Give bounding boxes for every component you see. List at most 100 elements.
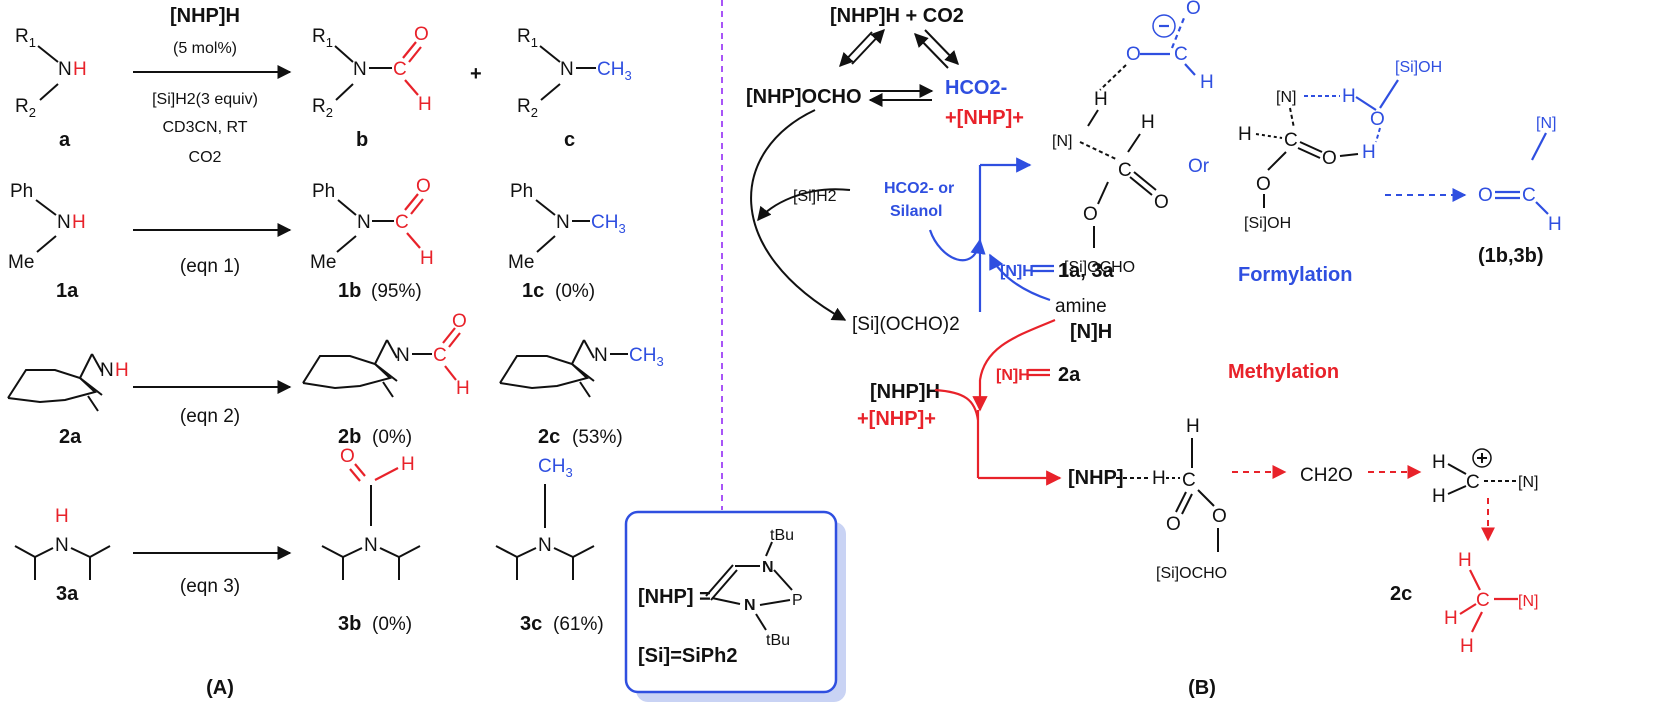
r1-label: R1 (312, 26, 333, 50)
plus-sign: + (470, 63, 482, 85)
ph-label: Ph (10, 181, 33, 202)
compound-3b-label: 3b (338, 613, 361, 635)
h-label: H (55, 506, 69, 527)
ts-methylation: [NHP] H H C O O [Si]OCHO (1068, 416, 1227, 582)
nhp-definition: [NHP] = (638, 586, 711, 608)
ts2-o2: O (1322, 148, 1337, 169)
ts2-n: [N] (1276, 89, 1296, 106)
ring-p: P (792, 592, 803, 609)
methyl-label: CH3 (591, 212, 626, 236)
arrow-co2-to-ocho (839, 31, 873, 68)
h-label: H (72, 212, 86, 233)
ts3-h2: H (1186, 416, 1200, 437)
r2-label: R2 (517, 96, 538, 120)
tbu-bottom: tBu (766, 632, 790, 649)
ts2-o3: O (1256, 174, 1271, 195)
n-label: N (594, 345, 608, 366)
catalyst-merge-arrow (934, 388, 980, 421)
me-h3: H (1460, 636, 1474, 657)
compound-3a-label: 3a (56, 583, 79, 605)
compound-2b-label: 2b (338, 426, 361, 448)
ts2-o: O (1370, 109, 1385, 130)
methyl-label: CH3 (597, 59, 632, 83)
si-formate: [Si](OCHO)2 (852, 314, 960, 335)
formamide-product: [N] O C H (1b,3b) (1478, 115, 1562, 267)
h-label: H (420, 248, 434, 269)
o-label: O (452, 311, 467, 332)
prod-o: O (1478, 185, 1493, 206)
h-label: H (456, 378, 470, 399)
me-n: [N] (1518, 593, 1538, 610)
nh-label-methyl: [N]H (996, 367, 1030, 384)
o-label: O (416, 176, 431, 197)
im-n: [N] (1518, 474, 1538, 491)
yield-2b: (0%) (372, 427, 412, 448)
o-label: O (340, 446, 355, 467)
n-label: N (55, 535, 69, 556)
iminium-intermediate: H H C [N] (1432, 448, 1538, 507)
ts-formylation-1: O O C H H [N] H C O O [Si]OCHO (1052, 0, 1214, 276)
r2-label: R2 (312, 96, 333, 120)
nhp-ocho: [NHP]OCHO (746, 86, 862, 108)
ts2-sioh: [Si]OH (1395, 59, 1442, 76)
ts1-c: C (1118, 160, 1132, 181)
tbu-top: tBu (770, 527, 794, 544)
n-label: N (100, 360, 114, 381)
formate-c: C (1174, 44, 1188, 65)
si-definition: [Si]=SiPh2 (638, 645, 737, 667)
generic-reaction: R1 N H R2 a [NHP]H (5 mol%) [Si]H2(3 equ… (15, 5, 632, 166)
methyl-label: CH3 (538, 456, 573, 480)
yield-1b: (95%) (371, 281, 422, 302)
formamide-b-label: b (356, 129, 368, 151)
ts1-si-ocho: [Si]OCHO (1064, 259, 1135, 276)
ts3-si-ocho: [Si]OCHO (1156, 565, 1227, 582)
amine-a-label: a (59, 129, 71, 151)
amine-to-formyl-arrow (989, 253, 1051, 302)
prod-c: C (1522, 185, 1536, 206)
eqn1-label: (eqn 1) (180, 256, 240, 277)
ts1-o: O (1154, 192, 1169, 213)
me-label: Me (508, 252, 534, 273)
compound-1a-label: 1a (56, 280, 79, 302)
ts1-h: H (1141, 112, 1155, 133)
silane-arrow (757, 188, 851, 222)
ts2-h3: H (1238, 124, 1252, 145)
im-h2: H (1432, 486, 1446, 507)
ts3-o2: O (1212, 506, 1227, 527)
eqn3-label: (eqn 3) (180, 576, 240, 597)
me-c: C (1476, 590, 1490, 611)
c-label: C (395, 212, 409, 233)
me-label: Me (8, 252, 34, 273)
methylation-path (978, 318, 1056, 381)
n-label: N (556, 212, 570, 233)
ph-label: Ph (510, 181, 533, 202)
equation-3: H N 3a (eqn 3) O H N 3b (0%) (14, 446, 604, 635)
ts3-h: H (1152, 468, 1166, 489)
me-h1: H (1458, 550, 1472, 571)
cycle-arrow-left (750, 109, 847, 321)
panel-a-label: (A) (206, 677, 234, 699)
panel-b-label: (B) (1188, 677, 1216, 699)
n-label: N (357, 212, 371, 233)
ts1-o2: O (1083, 204, 1098, 225)
amine-nh: [N]H (1070, 321, 1112, 343)
or-label: Or (1188, 156, 1210, 177)
compound-1a-3a: 1a, 3a (1058, 260, 1114, 282)
n-label: N (560, 59, 574, 80)
im-c: C (1466, 472, 1480, 493)
c-label: C (433, 345, 447, 366)
equation-1: Ph N H Me 1a (eqn 1) Ph N C O H Me 1b (9… (8, 176, 626, 302)
compound-1c-label: 1c (522, 280, 544, 302)
nhp-cation: +[NHP]+ (945, 107, 1024, 129)
amine-label: amine (1055, 296, 1107, 317)
arrow-hco2-to-co2 (914, 32, 949, 69)
yield-3b: (0%) (372, 614, 412, 635)
solvent-label: CD3CN, RT (162, 119, 247, 136)
compound-1b-label: 1b (338, 280, 361, 302)
methylamine-c-label: c (564, 129, 575, 151)
n-label: N (58, 59, 72, 80)
yield-2c: (53%) (572, 427, 623, 448)
formylation-title: Formylation (1238, 264, 1352, 286)
formaldehyde: CH2O (1300, 465, 1353, 486)
